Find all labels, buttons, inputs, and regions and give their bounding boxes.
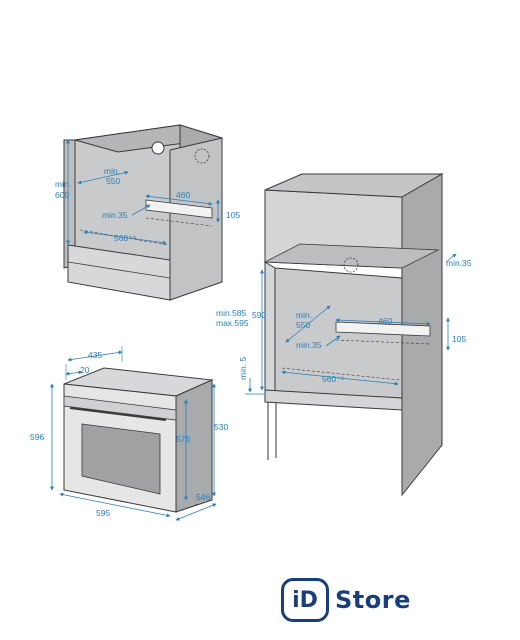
label-435: 435 <box>88 350 102 360</box>
label-min600-b: 600 <box>55 190 69 200</box>
label-min585: min.585 <box>216 308 247 318</box>
label-460-2: 460 <box>378 316 392 326</box>
label-min550-b: 550 <box>106 176 120 186</box>
label-105: 105 <box>226 210 240 220</box>
label-590: 590 <box>252 310 266 320</box>
badge-letter-d: D <box>299 587 318 613</box>
tall-column-cabinet: min.35 min.585 max.595 590 min. 550 460 … <box>216 173 472 497</box>
oven-appliance: 435 20 596 576 530 595 546 <box>30 346 228 521</box>
label-105-2: 105 <box>452 334 466 344</box>
oven-control-panel <box>63 395 177 421</box>
cabinet2-niche-back <box>274 267 403 409</box>
label-546: 546 <box>196 492 210 502</box>
cabinet2-left-post <box>264 261 276 393</box>
label-min550-b2: 550 <box>296 320 310 330</box>
socket-icon <box>343 257 359 273</box>
label-460: 460 <box>176 190 190 200</box>
brand-wordmark: Store <box>335 586 411 614</box>
label-max595: max.595 <box>216 318 249 328</box>
vent-hole <box>151 141 165 155</box>
label-595: 595 <box>96 508 110 518</box>
label-576: 576 <box>176 434 190 444</box>
label-560: 560⁺⁸ <box>114 233 137 243</box>
cabinet1-plinth <box>67 244 171 301</box>
label-min550-a2: min. <box>296 310 312 320</box>
label-min600-a: min. <box>55 179 71 189</box>
badge-letter-i: i <box>292 587 300 613</box>
label-min5: min. 5 <box>238 357 248 380</box>
label-560-2: 560⁺⁸ <box>322 374 345 384</box>
label-min35-right: min.35 <box>446 258 472 268</box>
label-596: 596 <box>30 432 44 442</box>
cabinet2-niche-ceiling <box>263 243 440 269</box>
oven-handle <box>69 407 167 421</box>
label-min35-2: min.35 <box>296 340 322 350</box>
label-530: 530 <box>214 422 228 432</box>
power-socket-icon <box>194 148 210 164</box>
label-20: 20 <box>80 365 90 375</box>
under-counter-cabinet: min. 600 min. 550 460 105 min.35 560⁺⁸ <box>55 124 240 301</box>
cabinet1-right-front <box>169 137 223 301</box>
label-min35: min.35 <box>102 210 128 220</box>
label-min550-a: min. <box>104 166 120 176</box>
